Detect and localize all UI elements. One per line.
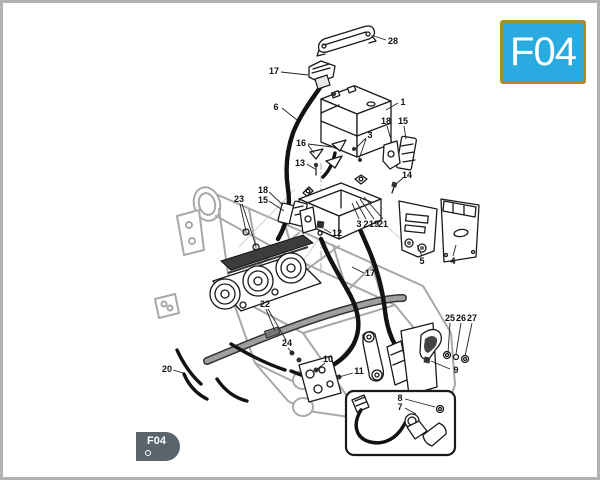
callout-25[interactable]: 25 [445, 313, 455, 323]
battery-terminal-cover [309, 61, 335, 89]
callout-18[interactable]: 18 [381, 116, 391, 126]
ecu [441, 199, 479, 262]
battery-strap [317, 26, 376, 56]
callout-10[interactable]: 10 [323, 354, 333, 364]
ecu-bracket [399, 201, 437, 257]
callout-11[interactable]: 11 [354, 366, 364, 376]
callout-17[interactable]: 17 [365, 268, 375, 278]
callout-13[interactable]: 13 [295, 158, 305, 168]
callout-17[interactable]: 17 [269, 66, 279, 76]
ring-icon [145, 450, 151, 456]
callout-21[interactable]: 21 [378, 219, 388, 229]
callout-15[interactable]: 15 [398, 116, 408, 126]
callout-26[interactable]: 26 [456, 313, 466, 323]
callout-16[interactable]: 16 [296, 138, 306, 148]
callout-6[interactable]: 6 [273, 102, 278, 112]
callout-3[interactable]: 3 [356, 219, 361, 229]
callout-5[interactable]: 5 [419, 256, 424, 266]
callout-28[interactable]: 28 [388, 36, 398, 46]
callout-22[interactable]: 22 [260, 299, 270, 309]
callout-15[interactable]: 15 [258, 195, 268, 205]
callout-18[interactable]: 18 [258, 185, 268, 195]
figure-tab-badge[interactable]: F04 [136, 432, 180, 461]
figure-code-label: F04 [510, 32, 576, 72]
callout-1[interactable]: 1 [400, 97, 405, 107]
callout-20[interactable]: 20 [162, 364, 172, 374]
figure-code-badge: F04 [500, 20, 586, 84]
callout-4[interactable]: 4 [450, 256, 455, 266]
callout-7[interactable]: 7 [397, 402, 402, 412]
callout-12[interactable]: 12 [332, 228, 342, 238]
callout-27[interactable]: 27 [467, 313, 477, 323]
callout-14[interactable]: 14 [402, 170, 412, 180]
callout-2[interactable]: 2 [363, 219, 368, 229]
callout-23[interactable]: 23 [234, 194, 244, 204]
callout-24[interactable]: 24 [282, 338, 292, 348]
callout-9[interactable]: 9 [453, 365, 458, 375]
figure-tab-label: F04 [147, 436, 166, 447]
callout-3[interactable]: 3 [367, 130, 372, 140]
